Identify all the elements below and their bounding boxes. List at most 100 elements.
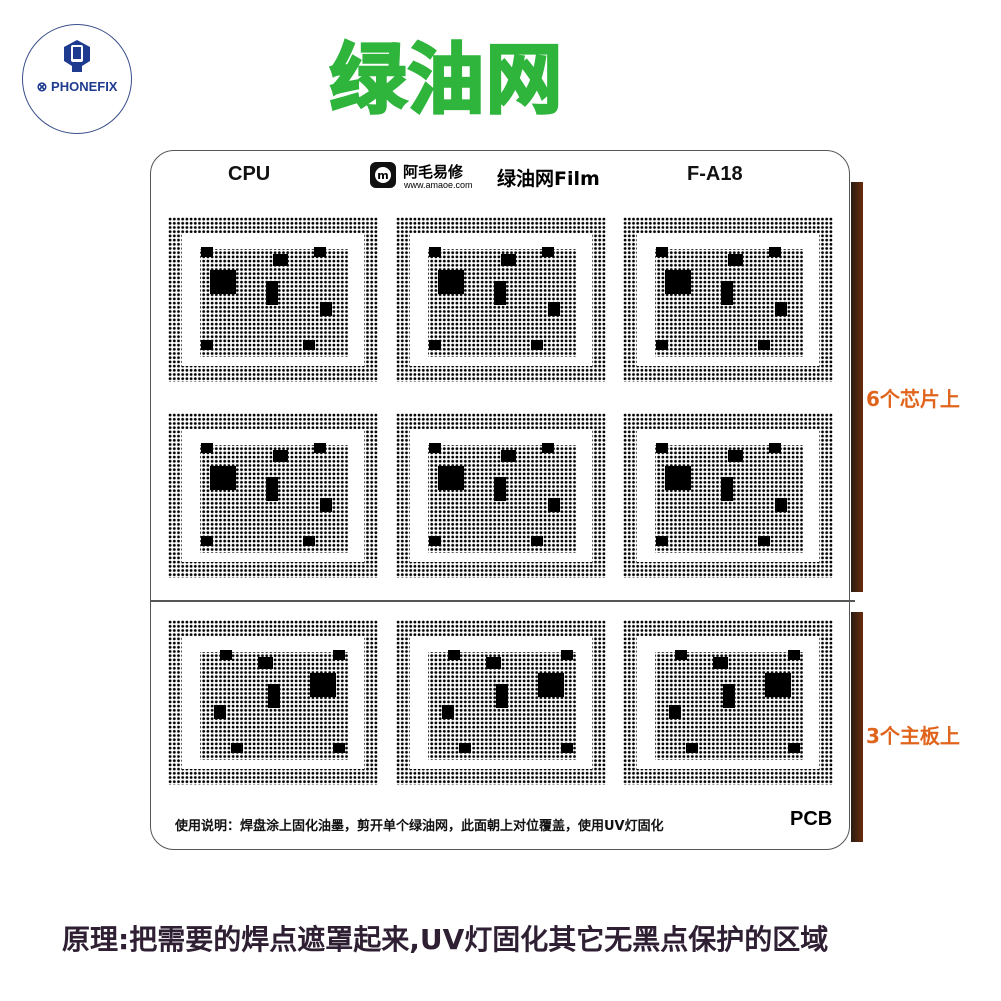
mask-pad [310,673,336,697]
principle-text: 原理:把需要的焊点遮罩起来,UV灯固化其它无黑点保护的区域 [62,923,829,956]
mask-pad [266,477,278,501]
mask-pad [686,743,698,753]
chip-stencil [396,413,606,578]
mask-pad [656,443,668,453]
mask-pad [314,247,326,257]
mask-pad [438,270,464,294]
mask-pad [333,743,345,753]
cpu-label: CPU [228,163,271,185]
mask-pad [220,650,232,660]
mask-pad [320,302,332,316]
mask-pad [486,657,501,669]
mask-pad [765,673,791,697]
mask-pad [494,281,506,305]
brand-name: 阿毛易修 [403,163,464,181]
mask-pad [656,247,668,257]
mask-pad [769,247,781,257]
board-stencil [396,620,606,785]
mask-pad [561,650,573,660]
mask-pad [438,466,464,490]
mask-pad [501,450,516,462]
chip-stencil [168,217,378,382]
mask-pad [721,477,733,501]
mask-pad [429,247,441,257]
board-stencil [623,620,833,785]
mask-pad [201,443,213,453]
mask-pad [210,270,236,294]
pcb-label: PCB [790,808,833,830]
mask-pad [769,443,781,453]
mask-pad [713,657,728,669]
cut-divider [150,600,855,602]
boards-label: 3个主板上 [866,724,960,748]
chip-stencil [623,217,833,382]
svg-text:m: m [377,169,388,182]
mask-pad [531,340,543,350]
mask-pad [788,650,800,660]
mask-pad [538,673,564,697]
mask-pad [665,270,691,294]
mask-pad [496,684,508,708]
mask-pad [258,657,273,669]
mask-pad [201,340,213,350]
mask-pad [320,498,332,512]
mask-pad [201,536,213,546]
brand-url: www.amaoe.com [404,180,473,190]
mask-pad [273,450,288,462]
mask-pad [494,477,506,501]
mask-pad [429,340,441,350]
chip-stencil [396,217,606,382]
chip-stencil [168,413,378,578]
mask-pad [266,281,278,305]
model-label: F-A18 [687,163,743,185]
mask-pad [214,705,226,719]
chip-bracket [851,182,863,592]
mask-pad [669,705,681,719]
mask-pad [656,340,668,350]
mask-pad [542,443,554,453]
chips-label: 6个芯片上 [866,387,960,411]
mask-pad [775,302,787,316]
mask-pad [775,498,787,512]
mask-pad [314,443,326,453]
mask-pad [548,498,560,512]
mask-pad [728,450,743,462]
mask-pad [675,650,687,660]
mask-pad [656,536,668,546]
mask-pad [542,247,554,257]
mask-pad [201,247,213,257]
mask-pad [210,466,236,490]
mask-pad [531,536,543,546]
film-label: 绿油网Film [497,168,600,190]
mask-pad [303,536,315,546]
logo-text: ⊗ PHONEFIX [36,79,118,94]
mask-pad [459,743,471,753]
mask-pad [723,684,735,708]
mask-pad [429,443,441,453]
mask-pad [561,743,573,753]
mask-pad [231,743,243,753]
page-title: 绿油网 [329,34,564,126]
mask-pad [448,650,460,660]
phonefix-logo: ⊗ PHONEFIX [22,24,132,134]
board-bracket [851,612,863,842]
board-stencil [168,620,378,785]
mask-pad [548,302,560,316]
mask-pad [333,650,345,660]
mask-pad [721,281,733,305]
mask-pad [788,743,800,753]
mask-pad [501,254,516,266]
mask-pad [268,684,280,708]
mask-pad [665,466,691,490]
amaoe-logo-icon: m [370,162,396,188]
mask-pad [442,705,454,719]
mask-pad [429,536,441,546]
wrench-phone-icon [64,40,90,72]
mask-pad [273,254,288,266]
mask-pad [758,536,770,546]
instructions: 使用说明：焊盘涂上固化油墨，剪开单个绿油网，此面朝上对位覆盖，使用UV灯固化 [175,819,664,834]
mask-pad [758,340,770,350]
mask-pad [728,254,743,266]
chip-stencil [623,413,833,578]
mask-pad [303,340,315,350]
